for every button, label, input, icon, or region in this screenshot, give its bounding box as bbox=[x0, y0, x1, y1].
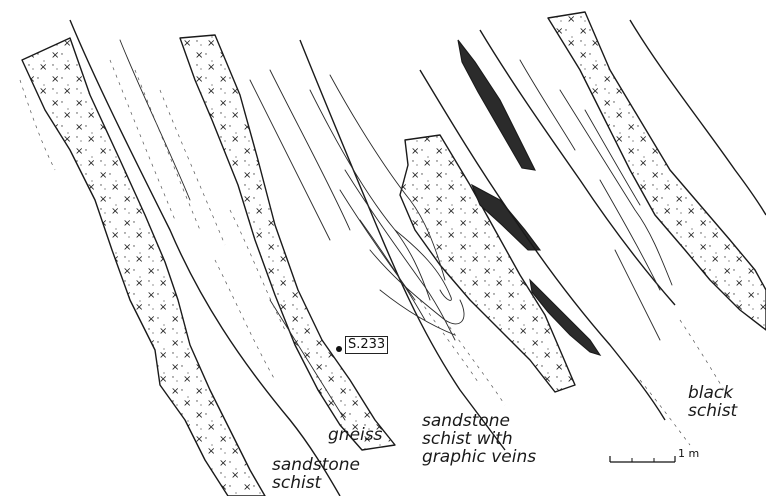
scale-bar-label: 1 m bbox=[678, 447, 699, 460]
sample-label-box: S.233 bbox=[345, 336, 388, 354]
scale-bar bbox=[610, 456, 675, 462]
gneiss-band-3 bbox=[400, 135, 575, 392]
label-sandstone-schist-graphic-veins: sandstone schist with graphic veins bbox=[422, 412, 536, 466]
sample-location-dot bbox=[336, 346, 342, 352]
label-gneiss: gneiss bbox=[328, 426, 382, 444]
gneiss-band-2 bbox=[180, 35, 395, 450]
label-black-schist: black schist bbox=[688, 384, 737, 420]
label-sandstone-schist: sandstone schist bbox=[272, 456, 360, 492]
gneiss-band-4 bbox=[548, 12, 766, 330]
